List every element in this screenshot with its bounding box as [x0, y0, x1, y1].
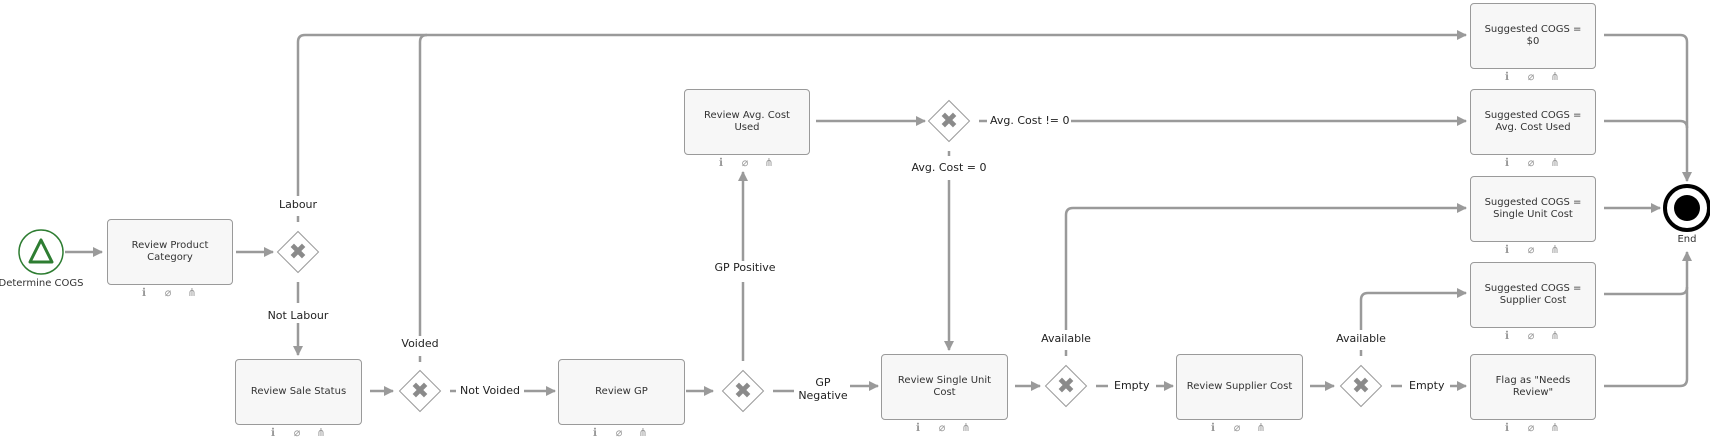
subprocess-icon[interactable]: ⋔ — [638, 426, 648, 439]
attachment-icon[interactable]: ⌀ — [1527, 243, 1535, 256]
info-icon[interactable]: ℹ — [1504, 329, 1510, 342]
subprocess-icon[interactable]: ⋔ — [316, 426, 326, 439]
task-review-product-category[interactable]: Review Product Category — [107, 219, 233, 285]
start-event[interactable] — [18, 229, 64, 275]
flow-zero-to-end[interactable] — [1604, 33, 1692, 182]
attachment-icon[interactable]: ⌀ — [164, 286, 172, 299]
subprocess-icon[interactable]: ⋔ — [1256, 421, 1266, 434]
flow-label-gp-negative: GP Negative — [796, 376, 850, 402]
task-label: Review Sale Status — [250, 385, 347, 397]
task-label: Suggested COGS = $0 — [1484, 23, 1582, 48]
task-icons: ℹ ⌀ ⋔ — [1501, 70, 1561, 83]
info-icon[interactable]: ℹ — [1504, 70, 1510, 83]
task-label: Review Supplier Cost — [1186, 380, 1293, 392]
flow-label-available-1: Available — [1039, 332, 1093, 345]
attachment-icon[interactable]: ⌀ — [741, 156, 749, 169]
task-label: Review Avg. Cost Used — [704, 109, 790, 134]
flow-supplier-to-end[interactable] — [1604, 286, 1689, 296]
flow-label-not-voided: Not Voided — [458, 384, 522, 397]
task-review-avg-cost-used[interactable]: Review Avg. Cost Used — [684, 89, 810, 155]
info-icon[interactable]: ℹ — [1210, 421, 1216, 434]
flow-label-labour: Labour — [276, 198, 320, 211]
flow-available-2-b[interactable] — [1359, 288, 1467, 330]
attachment-icon[interactable]: ⌀ — [293, 426, 301, 439]
task-icons: ℹ ⌀ ⋔ — [138, 286, 198, 299]
task-review-sale-status[interactable]: Review Sale Status — [235, 359, 362, 425]
attachment-icon[interactable]: ⌀ — [1527, 329, 1535, 342]
task-label: Review Single Unit Cost — [897, 374, 992, 399]
subprocess-icon[interactable]: ⋔ — [1550, 421, 1560, 434]
task-icons: ℹ ⌀ ⋔ — [1501, 156, 1561, 169]
task-label: Review GP — [595, 385, 648, 397]
attachment-icon[interactable]: ⌀ — [1527, 70, 1535, 83]
gateway-x-icon: ✖ — [288, 239, 308, 265]
flow-label-empty-1: Empty — [1112, 379, 1152, 392]
task-icons: ℹ ⌀ ⋔ — [1207, 421, 1267, 434]
end-event-inner — [1674, 195, 1700, 221]
task-icons: ℹ ⌀ ⋔ — [912, 421, 972, 434]
gateway-x-icon: ✖ — [939, 108, 959, 134]
flow-label-available-2: Available — [1334, 332, 1388, 345]
flow-label-empty-2: Empty — [1407, 379, 1447, 392]
flow-label-voided: Voided — [399, 337, 441, 350]
flow-avg-to-end[interactable] — [1604, 119, 1689, 129]
info-icon[interactable]: ℹ — [718, 156, 724, 169]
task-suggested-cogs-supplier[interactable]: Suggested COGS = Supplier Cost — [1470, 262, 1596, 328]
task-label: Suggested COGS = Supplier Cost — [1484, 282, 1582, 307]
subprocess-icon[interactable]: ⋔ — [1550, 70, 1560, 83]
task-review-single-unit-cost[interactable]: Review Single Unit Cost — [881, 354, 1008, 420]
task-suggested-cogs-avg[interactable]: Suggested COGS = Avg. Cost Used — [1470, 89, 1596, 155]
task-icons: ℹ ⌀ ⋔ — [715, 156, 775, 169]
gateway-x-icon: ✖ — [1056, 373, 1076, 399]
task-review-supplier-cost[interactable]: Review Supplier Cost — [1176, 354, 1303, 420]
info-icon[interactable]: ℹ — [1504, 421, 1510, 434]
flow-label-gp-positive: GP Positive — [712, 261, 778, 274]
attachment-icon[interactable]: ⌀ — [938, 421, 946, 434]
gateway-x-icon: ✖ — [733, 378, 753, 404]
end-event-label: End — [1677, 234, 1697, 245]
subprocess-icon[interactable]: ⋔ — [764, 156, 774, 169]
flow-available-1-b[interactable] — [1064, 203, 1467, 330]
task-icons: ℹ ⌀ ⋔ — [1501, 329, 1561, 342]
task-label: Suggested COGS = Avg. Cost Used — [1484, 109, 1582, 134]
info-icon[interactable]: ℹ — [141, 286, 147, 299]
task-icons: ℹ ⌀ ⋔ — [1501, 243, 1561, 256]
info-icon[interactable]: ℹ — [1504, 156, 1510, 169]
task-review-gp[interactable]: Review GP — [558, 359, 685, 425]
attachment-icon[interactable]: ⌀ — [1527, 421, 1535, 434]
attachment-icon[interactable]: ⌀ — [615, 426, 623, 439]
task-label: Flag as "Needs Review" — [1495, 374, 1571, 399]
subprocess-icon[interactable]: ⋔ — [961, 421, 971, 434]
start-event-label: Determine COGS — [0, 278, 84, 289]
flow-voided-up[interactable] — [418, 33, 428, 336]
start-triangle-icon — [28, 238, 54, 264]
flow-labour-up[interactable] — [296, 30, 1467, 196]
info-icon[interactable]: ℹ — [270, 426, 276, 439]
info-icon[interactable]: ℹ — [915, 421, 921, 434]
flow-label-avg-cost-eq-0: Avg. Cost = 0 — [909, 161, 989, 174]
flow-flag-to-end[interactable] — [1604, 251, 1692, 388]
task-suggested-cogs-single[interactable]: Suggested COGS = Single Unit Cost — [1470, 176, 1596, 242]
task-icons: ℹ ⌀ ⋔ — [267, 426, 327, 439]
task-label: Suggested COGS = Single Unit Cost — [1484, 196, 1582, 221]
subprocess-icon[interactable]: ⋔ — [187, 286, 197, 299]
task-label: Review Product Category — [131, 239, 209, 264]
flow-label-not-labour: Not Labour — [265, 309, 331, 322]
subprocess-icon[interactable]: ⋔ — [1550, 329, 1560, 342]
attachment-icon[interactable]: ⌀ — [1527, 156, 1535, 169]
task-flag-needs-review[interactable]: Flag as "Needs Review" — [1470, 354, 1596, 420]
task-suggested-cogs-zero[interactable]: Suggested COGS = $0 — [1470, 3, 1596, 69]
subprocess-icon[interactable]: ⋔ — [1550, 243, 1560, 256]
gateway-x-icon: ✖ — [1351, 373, 1371, 399]
info-icon[interactable]: ℹ — [1504, 243, 1510, 256]
info-icon[interactable]: ℹ — [592, 426, 598, 439]
flow-label-avg-cost-ne-0: Avg. Cost != 0 — [988, 114, 1072, 127]
gateway-x-icon: ✖ — [410, 378, 430, 404]
task-icons: ℹ ⌀ ⋔ — [589, 426, 649, 439]
subprocess-icon[interactable]: ⋔ — [1550, 156, 1560, 169]
attachment-icon[interactable]: ⌀ — [1233, 421, 1241, 434]
task-icons: ℹ ⌀ ⋔ — [1501, 421, 1561, 434]
